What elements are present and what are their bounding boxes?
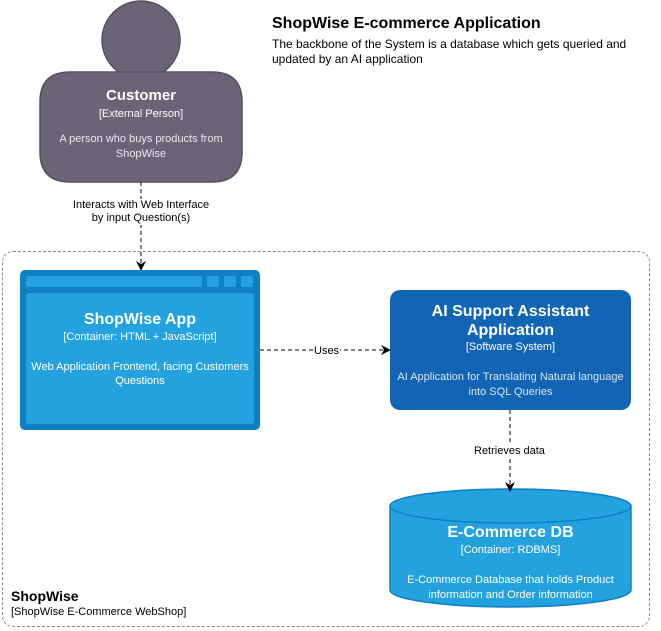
boundary-type: [ShopWise E-Commerce WebShop] — [11, 606, 187, 618]
app-window-address-bar — [26, 276, 202, 287]
customer-type: [External Person] — [98, 108, 184, 120]
person-body — [39, 71, 243, 183]
app-window-content — [26, 293, 254, 424]
ai-system-description: AI Application for Translating Natural l… — [397, 371, 624, 398]
relationship-label-customer-app: Interacts with Web Interface by input Qu… — [70, 199, 212, 225]
database-type: [Container: RDBMS] — [460, 544, 561, 556]
boundary-name: ShopWise — [11, 588, 79, 604]
database-description: E-Commerce Database that holds Product i… — [407, 574, 614, 601]
relationship-label-app-ai: Uses — [313, 345, 341, 358]
app-window-button — [241, 276, 253, 287]
diagram-title: ShopWise E-commerce Application — [272, 15, 541, 32]
app-description: Web Application Frontend, facing Custome… — [31, 361, 249, 387]
database-top — [389, 488, 632, 524]
app-window-button — [224, 276, 236, 287]
customer-name: Customer — [105, 87, 176, 104]
app-window-button — [207, 276, 219, 287]
app-type: [Container: HTML + JavaScript] — [63, 331, 217, 343]
database-cylinder[interactable] — [389, 488, 632, 608]
ai-assistant-system[interactable] — [390, 290, 631, 410]
relationship-label-ai-db: Retrieves data — [473, 445, 546, 458]
app-name: ShopWise App — [83, 311, 197, 328]
customer-person-shape[interactable] — [39, 0, 243, 183]
person-head — [101, 0, 181, 80]
ai-system-name: AI Support Assistant Application — [431, 303, 590, 339]
database-name: E-Commerce DB — [447, 524, 574, 541]
customer-description: A person who buys products from ShopWise — [59, 133, 223, 160]
diagram-description: The backbone of the System is a database… — [272, 37, 627, 66]
ai-system-type: [Software System] — [465, 341, 556, 353]
system-boundary — [2, 251, 650, 627]
